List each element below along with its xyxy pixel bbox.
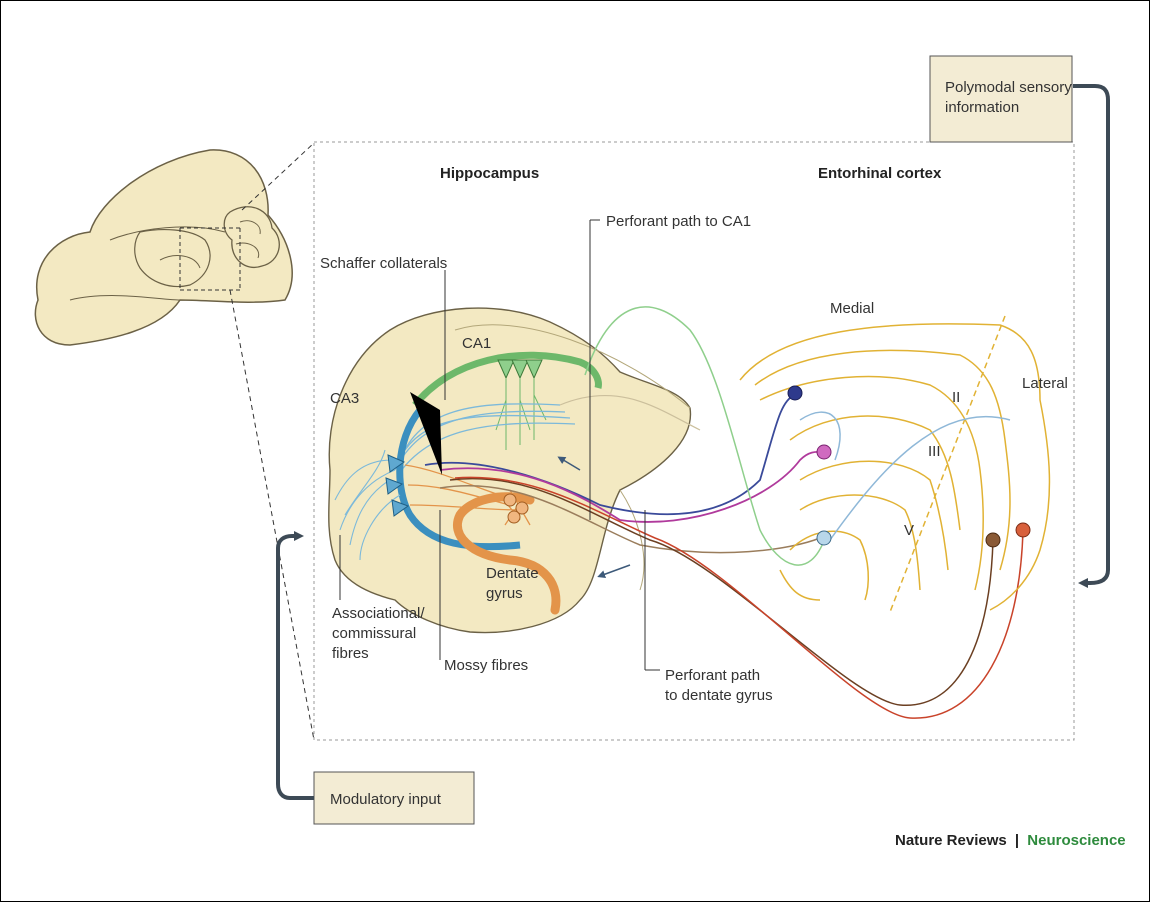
credit-line: Nature Reviews | Neuroscience [895,832,1126,849]
label-entorhinal-cortex: Entorhinal cortex [818,165,942,182]
label-schaffer: Schaffer collaterals [320,255,447,272]
brain-sagittal-sketch [35,150,292,345]
label-layer-iii: III [928,443,941,460]
label-polymodal-1: Polymodal sensory [945,79,1072,96]
label-associational-1: Associational/ [332,605,425,622]
ec-cell-layer-v-brown [986,533,1000,547]
label-perforant-dg-2: to dentate gyrus [665,687,773,704]
credit-field: Neuroscience [1027,832,1125,849]
label-modulatory: Modulatory input [330,791,442,808]
label-mossy: Mossy fibres [444,657,528,674]
ec-cell-layer-ii-medial [788,386,802,400]
ec-cell-layer-iii [817,531,831,545]
label-lateral: Lateral [1022,375,1068,392]
credit-separator: | [1015,832,1019,849]
label-hippocampus: Hippocampus [440,165,539,182]
label-dentate-2: gyrus [486,585,523,602]
ec-cell-layer-v-red [1016,523,1030,537]
ec-cell-layer-ii-lateral [817,445,831,459]
label-medial: Medial [830,300,874,317]
label-dentate-1: Dentate [486,565,539,582]
arrow-right-icon [1073,86,1108,583]
label-layer-ii: II [952,389,960,406]
label-ca3: CA3 [330,390,359,407]
entorhinal-layers [740,324,1049,610]
label-perforant-ca1: Perforant path to CA1 [606,213,751,230]
ca1-pyramidal-cells [498,360,542,378]
label-associational-2: commissural [332,625,416,642]
label-polymodal-2: information [945,99,1019,116]
label-layer-v: V [904,522,914,539]
zoom-line-bottom [230,290,314,740]
credit-journal: Nature Reviews [895,832,1007,849]
label-perforant-dg-1: Perforant path [665,667,760,684]
label-associational-3: fibres [332,645,369,662]
label-ca1: CA1 [462,335,491,352]
